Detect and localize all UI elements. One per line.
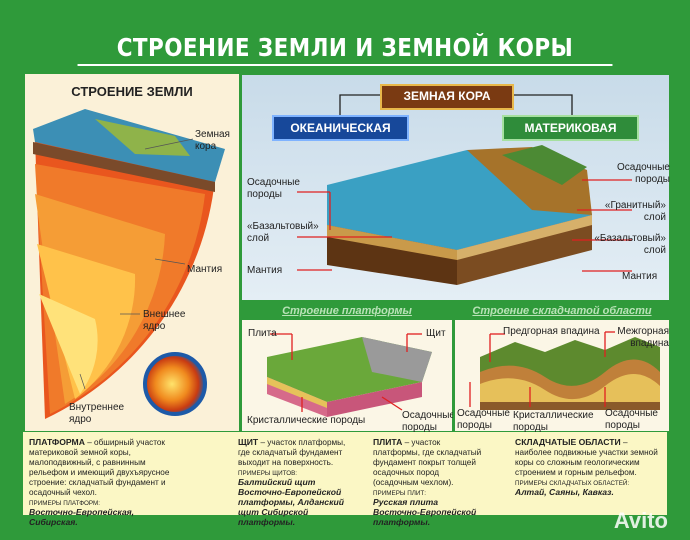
platform-block-illustration [267, 333, 432, 417]
label-outer-core: Внешнее ядро [143, 309, 186, 332]
continental-label-2: «Гранитный» слой [604, 200, 666, 223]
label-inner-core: Внутреннее ядро [69, 402, 125, 425]
avito-watermark: Avito [613, 508, 668, 533]
earth-structure-panel: СТРОЕНИЕ ЗЕМЛИ [23, 72, 241, 433]
label-mantle: Мантия [187, 264, 223, 275]
folded-crystalline-label: Кристаллические породы [513, 410, 594, 433]
poster-title: СТРОЕНИЕ ЗЕМЛИ И ЗЕМНОЙ КОРЫ [66, 28, 625, 68]
oceanic-crust-label: ОКЕАНИЧЕСКАЯ [272, 115, 409, 141]
platform-plate-label: Плита [248, 328, 277, 339]
platform-crystalline-label: Кристаллические породы [247, 415, 366, 426]
platform-panel: Строение платформы Плита Щит Кристалличе… [240, 300, 455, 433]
crust-block-illustration [297, 94, 632, 285]
folded-block-illustration [469, 331, 660, 410]
continental-label-1: Осадочные породы [617, 162, 670, 185]
intermontane-label: Межгорная впадина [617, 326, 669, 349]
definition-plate: ПЛИТА – участок платформы, где складчаты… [373, 437, 482, 527]
label-crust: Земная кора [195, 129, 230, 152]
folded-area-panel: Строение складчатой области Предгорная в… [453, 300, 671, 433]
definition-folded-area: СКЛАДЧАТЫЕ ОБЛАСТИ – наиболее подвижные … [515, 437, 658, 497]
folded-sedimentary-label: Осадочные породы [457, 408, 510, 431]
continental-label-3: «Базальтовый» слой [594, 233, 666, 256]
oceanic-label-3: Мантия [247, 265, 283, 276]
definition-platform: ПЛАТФОРМА – обширный участок материковой… [29, 437, 170, 527]
earth-structure-heading: СТРОЕНИЕ ЗЕМЛИ [71, 84, 193, 99]
foredeep-label: Предгорная впадина [503, 326, 600, 337]
platform-shield-label: Щит [426, 328, 446, 339]
platform-heading: Строение платформы [242, 302, 452, 320]
continental-crust-label: МАТЕРИКОВАЯ [502, 115, 639, 141]
folded-area-heading: Строение складчатой области [455, 302, 669, 320]
oceanic-label-2: «Базальтовый» слой [247, 221, 319, 244]
oceanic-label-1: Осадочные породы [247, 177, 300, 200]
continental-label-4: Мантия [622, 271, 658, 282]
crust-heading: ЗЕМНАЯ КОРА [380, 84, 514, 110]
definition-shield: ЩИТ – участок платформы, где складчатый … [238, 437, 346, 527]
definitions-panel: ПЛАТФОРМА – обширный участок материковой… [23, 432, 667, 526]
folded-sedimentary2-label: Осадочные породы [605, 408, 658, 431]
earth-cutaway-illustration [33, 109, 225, 419]
crust-structure-panel: ЗЕМНАЯ КОРА ОКЕАНИЧЕСКАЯ МАТЕРИКОВАЯ Оса… [240, 73, 671, 302]
platform-sedimentary-label: Осадочные породы [402, 410, 455, 433]
